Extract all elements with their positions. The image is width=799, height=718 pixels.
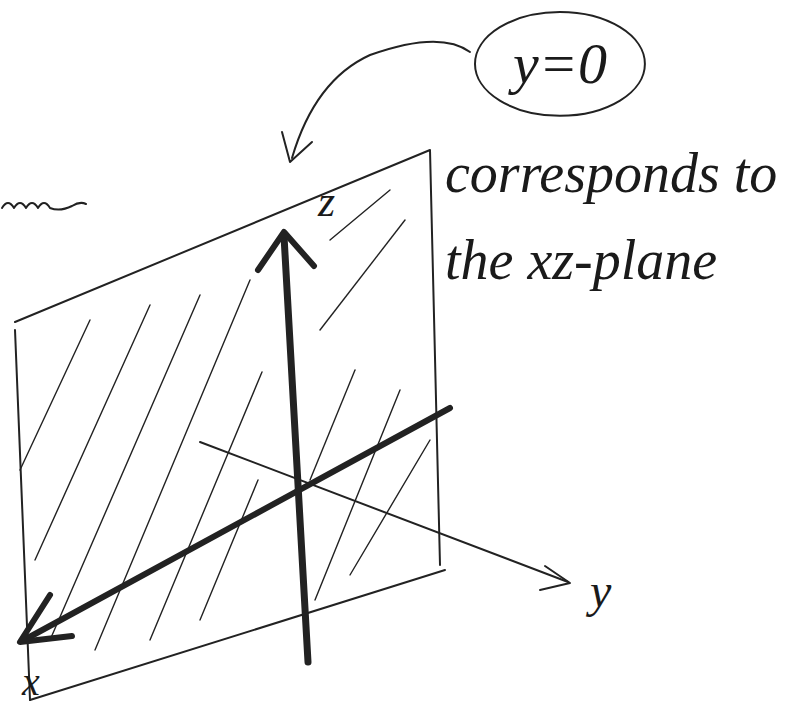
axis-label: y xyxy=(590,565,611,618)
circled-equation: y=0 xyxy=(513,32,607,96)
note-text: corresponds to the xz-plane xyxy=(445,130,785,304)
plane-hatching xyxy=(20,190,430,650)
y-arrowhead xyxy=(540,566,570,590)
x-axis xyxy=(24,408,450,640)
circled-note: y=0 xyxy=(473,10,647,118)
z-axis xyxy=(284,236,308,662)
z-arrowhead xyxy=(258,232,314,270)
plane-edge xyxy=(15,150,440,565)
axis-label: z xyxy=(318,178,335,226)
plane-edge xyxy=(30,570,445,700)
ellipse-outline xyxy=(475,12,645,116)
cut-word-scribble xyxy=(2,203,86,210)
leader-arrow xyxy=(292,42,470,158)
x-arrowhead xyxy=(20,595,72,642)
axis-label: x xyxy=(22,660,40,704)
leader-arrowhead xyxy=(282,132,312,162)
